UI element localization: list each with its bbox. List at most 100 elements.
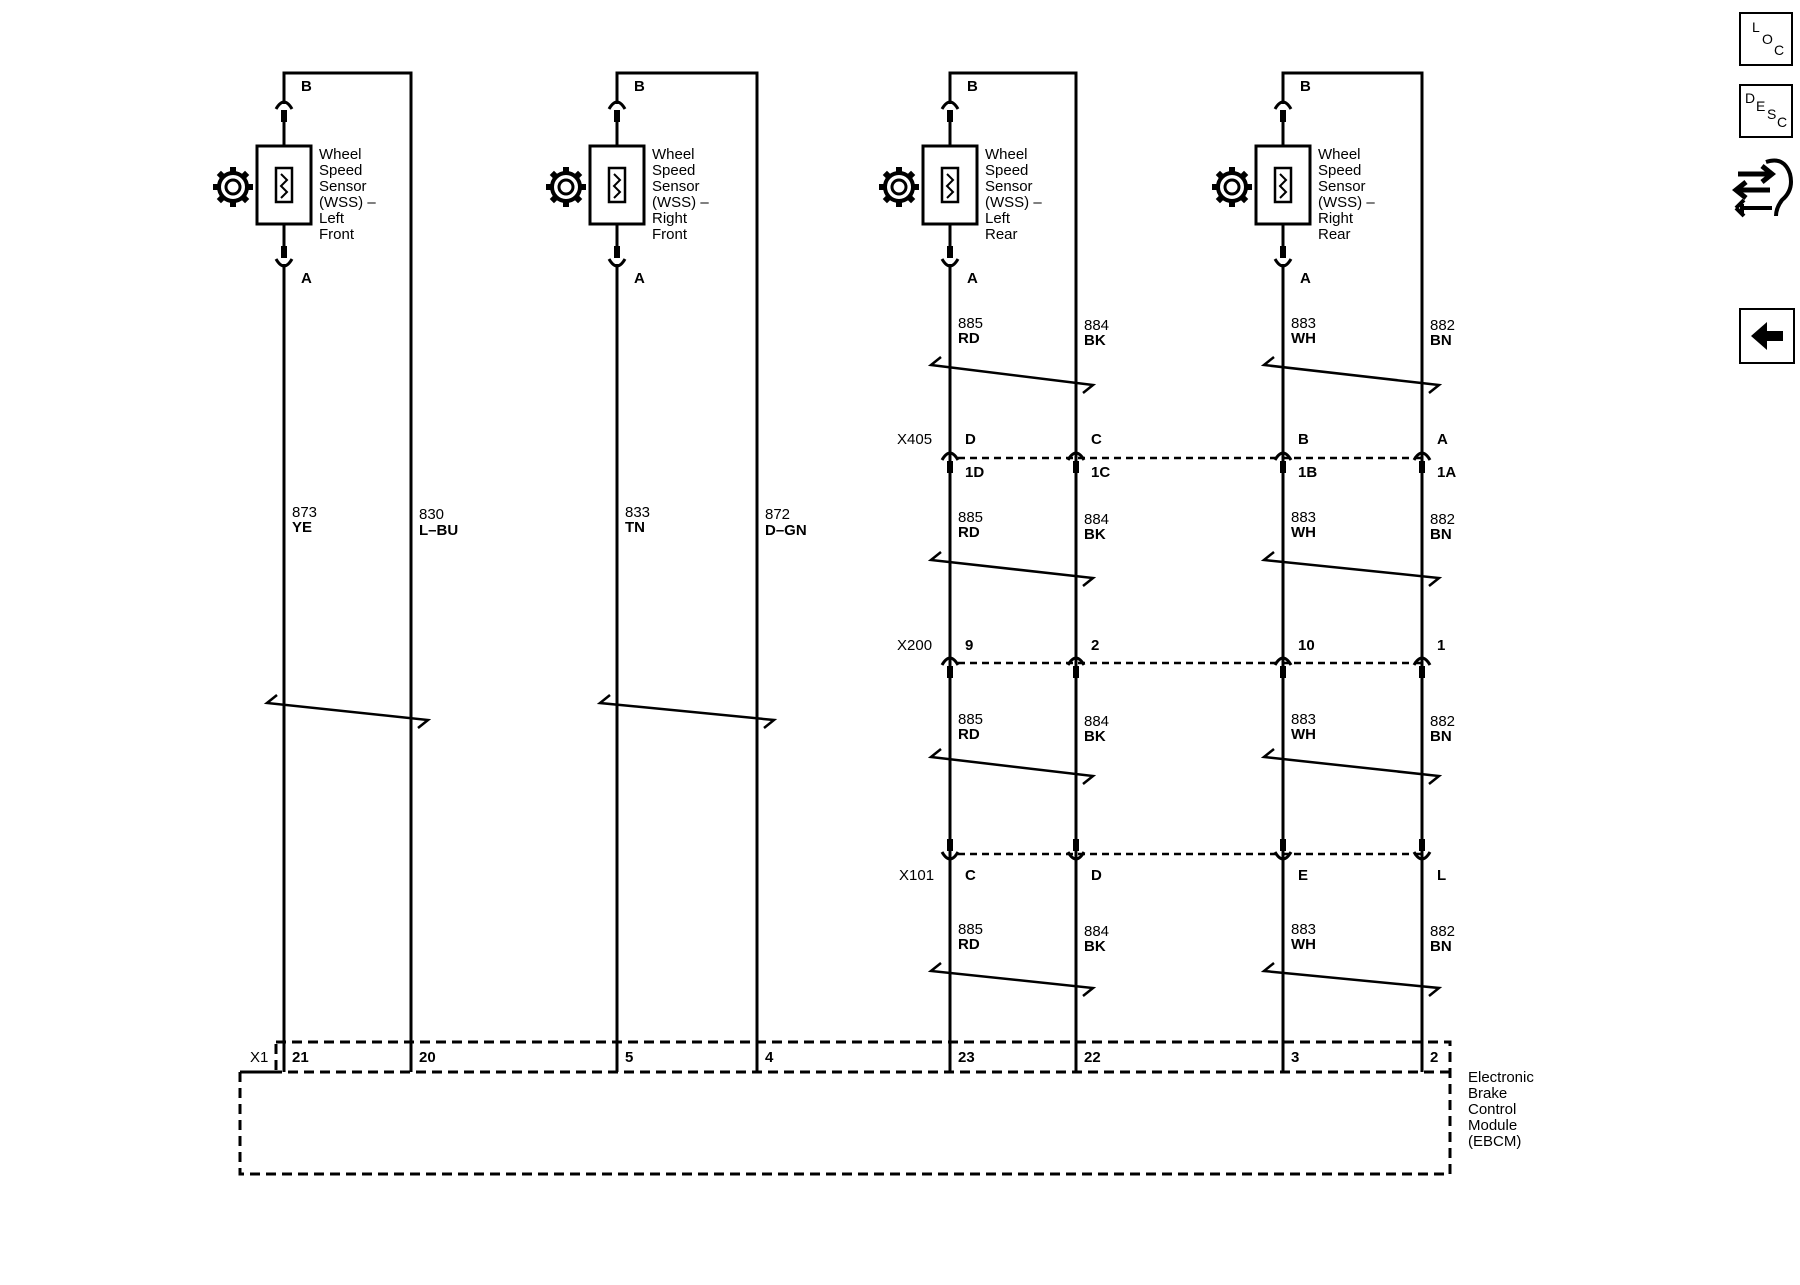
connector-end-view-button[interactable] [1731, 156, 1794, 222]
return-wire-num-lf: 830 [419, 506, 444, 523]
return-wire-num-rr: 882 [1430, 511, 1455, 528]
x101-terminal-signal-lr [940, 839, 960, 861]
x101-pin-return-lr: D [1091, 867, 1102, 884]
x405-terminal-return-lr-pin [1073, 461, 1079, 473]
sensor-terminal-b-rf-pin [614, 110, 620, 122]
x405-terminal-return-lr-arc [1066, 451, 1086, 461]
x101-terminal-return-lr [1066, 839, 1086, 861]
return-wire-color-lr: BK [1084, 526, 1106, 543]
sensor-name-lf-line: (WSS) – [319, 194, 376, 211]
x405-pin-return-rr: A [1437, 431, 1448, 448]
sensor-terminal-b-rf [607, 100, 627, 122]
signal-wire-num-lr: 885 [958, 711, 983, 728]
sensor-name-rr-line: Speed [1318, 162, 1361, 179]
signal-wire-num-rr: 883 [1291, 921, 1316, 938]
return-wire-color-lr: BK [1084, 332, 1106, 349]
x101-terminal-signal-rr-arc [1273, 851, 1293, 861]
sensor-body [921, 144, 979, 226]
loc-letter-l: L [1752, 19, 1760, 35]
sensor-terminal-a-lf [274, 246, 294, 268]
return-wire-num-rr: 882 [1430, 923, 1455, 940]
return-wire-lr [948, 71, 1078, 1072]
x405-subpin-signal-rr: 1B [1298, 464, 1317, 481]
x200-pin-signal-rr: 10 [1298, 637, 1315, 654]
x200-terminal-signal-rr [1273, 656, 1293, 678]
sensor-pin-bottom-lr: A [967, 270, 978, 287]
sensor-terminal-b-lf-pin [281, 110, 287, 122]
module-pin-signal-rf: 5 [625, 1049, 633, 1066]
sensor-coil [279, 173, 289, 199]
back-button[interactable] [1739, 308, 1795, 364]
x405-terminal-signal-rr [1273, 451, 1293, 473]
x101-pin-signal-rr: E [1298, 867, 1308, 884]
ebcm-module-outline [238, 1040, 1452, 1176]
wire-break-mark-lr [927, 356, 1097, 394]
x101-terminal-signal-rr-pin [1280, 839, 1286, 851]
module-pin-return-lr: 22 [1084, 1049, 1101, 1066]
x101-terminal-return-lr-pin [1073, 839, 1079, 851]
sensor-name-rr-line: Right [1318, 210, 1354, 227]
return-wire-num-rf: 872 [765, 506, 790, 523]
wheel-speed-sensor-rr [1212, 144, 1312, 226]
description-button[interactable]: D E S C [1739, 84, 1793, 138]
ebcm-module-name-line: (EBCM) [1468, 1133, 1521, 1150]
sensor-name-rr-line: Sensor [1318, 178, 1366, 195]
sensor-name-lr-line: (WSS) – [985, 194, 1042, 211]
return-wire-num-rr: 882 [1430, 317, 1455, 334]
sensor-terminal-b-lf [274, 100, 294, 122]
x200-terminal-signal-lr-arc [940, 656, 960, 666]
x200-terminal-return-rr-arc [1412, 656, 1432, 666]
signal-wire-color-rr: WH [1291, 936, 1316, 953]
x405-subpin-return-lr: 1C [1091, 464, 1110, 481]
sensor-pin-top-rf: B [634, 78, 645, 95]
return-wire-num-rr: 882 [1430, 713, 1455, 730]
x200-terminal-return-lr-arc [1066, 656, 1086, 666]
sensor-element [1273, 166, 1293, 204]
sensor-pin-bottom-rf: A [634, 270, 645, 287]
return-wire-num-lr: 884 [1084, 317, 1109, 334]
signal-wire-color-lr: RD [958, 330, 980, 347]
signal-wire-num-lf: 873 [292, 504, 317, 521]
desc-letter-s: S [1767, 106, 1777, 122]
sensor-terminal-a-rr-pin [1280, 246, 1286, 258]
sensor-name-lr-line: Sensor [985, 178, 1033, 195]
wheel-speed-sensor-rf [546, 144, 646, 226]
x405-terminal-return-rr [1412, 451, 1432, 473]
wire-break-mark-rr [1260, 962, 1443, 997]
location-button[interactable]: L O C [1739, 12, 1793, 66]
gear-icon [213, 167, 253, 207]
sensor-name-lf-line: Front [319, 226, 355, 243]
gear-hub [557, 178, 575, 196]
signal-wire-num-rr: 883 [1291, 711, 1316, 728]
sensor-name-rr-line: (WSS) – [1318, 194, 1375, 211]
x405-pin-signal-lr: D [965, 431, 976, 448]
wire-break-mark-rr [1260, 748, 1443, 785]
sensor-name-rf-line: Wheel [652, 146, 695, 163]
connector-end-view-icon [1731, 158, 1793, 218]
sensor-terminal-a-lf-arc [274, 258, 294, 268]
desc-letter-d: D [1745, 90, 1756, 106]
signal-wire-num-lr: 885 [958, 315, 983, 332]
x405-terminal-return-lr [1066, 451, 1086, 473]
wire-break-mark-rf [596, 694, 778, 729]
module-pin-signal-rr: 3 [1291, 1049, 1299, 1066]
return-wire-color-rr: BN [1430, 728, 1452, 745]
x101-terminal-return-rr-arc [1412, 851, 1432, 861]
loc-letter-c: C [1774, 42, 1785, 58]
return-wire-color-rr: BN [1430, 938, 1452, 955]
signal-wire-num-rr: 883 [1291, 315, 1316, 332]
x1-connector-label: X1 [250, 1049, 268, 1066]
x405-pin-signal-rr: B [1298, 431, 1309, 448]
module-pin-signal-lr: 23 [958, 1049, 975, 1066]
x101-terminal-signal-lr-pin [947, 839, 953, 851]
x200-terminal-return-lr [1066, 656, 1086, 678]
return-wire-num-lr: 884 [1084, 511, 1109, 528]
wire-break-mark-lr [927, 551, 1097, 587]
gear-hub [890, 178, 908, 196]
sensor-terminal-a-lr-arc [940, 258, 960, 268]
x405-terminal-signal-lr-pin [947, 461, 953, 473]
sensor-terminal-a-lr [940, 246, 960, 268]
